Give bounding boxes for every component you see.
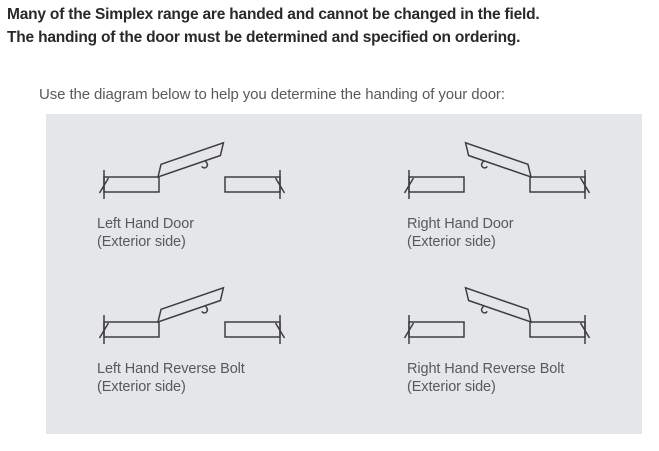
handing-diagram-panel [46,114,642,434]
handing-cell-right-hand-reverse-bolt: Right Hand Reverse Bolt (Exterior side) [402,283,659,423]
handing-cell-left-hand-reverse-bolt: Left Hand Reverse Bolt (Exterior side) [97,283,357,423]
diagram-label: Left Hand Reverse Bolt (Exterior side) [97,361,245,396]
left-hand-door-diagram-icon [98,141,286,199]
diagram-title: Left Hand Reverse Bolt [97,361,245,377]
diagram-title: Right Hand Door [407,216,514,232]
notice-heading-line2: The handing of the door must be determin… [7,29,521,46]
diagram-subtitle: (Exterior side) [407,233,496,250]
diagram-title: Left Hand Door [97,216,194,232]
handing-cell-right-hand-door: Right Hand Door (Exterior side) [402,138,659,278]
notice-heading-line1: Many of the Simplex range are handed and… [7,6,540,23]
diagram-label: Right Hand Door (Exterior side) [407,216,514,251]
intro-text: Use the diagram below to help you determ… [39,86,505,103]
diagram-subtitle: (Exterior side) [97,378,186,395]
diagram-label: Right Hand Reverse Bolt (Exterior side) [407,361,564,396]
right-hand-door-diagram-icon [403,141,591,199]
left-hand-reverse-bolt-diagram-icon [98,286,286,344]
right-hand-reverse-bolt-diagram-icon [403,286,591,344]
diagram-label: Left Hand Door (Exterior side) [97,216,194,251]
handing-cell-left-hand-door: Left Hand Door (Exterior side) [97,138,357,278]
diagram-subtitle: (Exterior side) [97,233,186,250]
diagram-title: Right Hand Reverse Bolt [407,361,565,377]
notice-heading: Many of the Simplex range are handed and… [7,3,540,49]
diagram-subtitle: (Exterior side) [407,378,496,395]
